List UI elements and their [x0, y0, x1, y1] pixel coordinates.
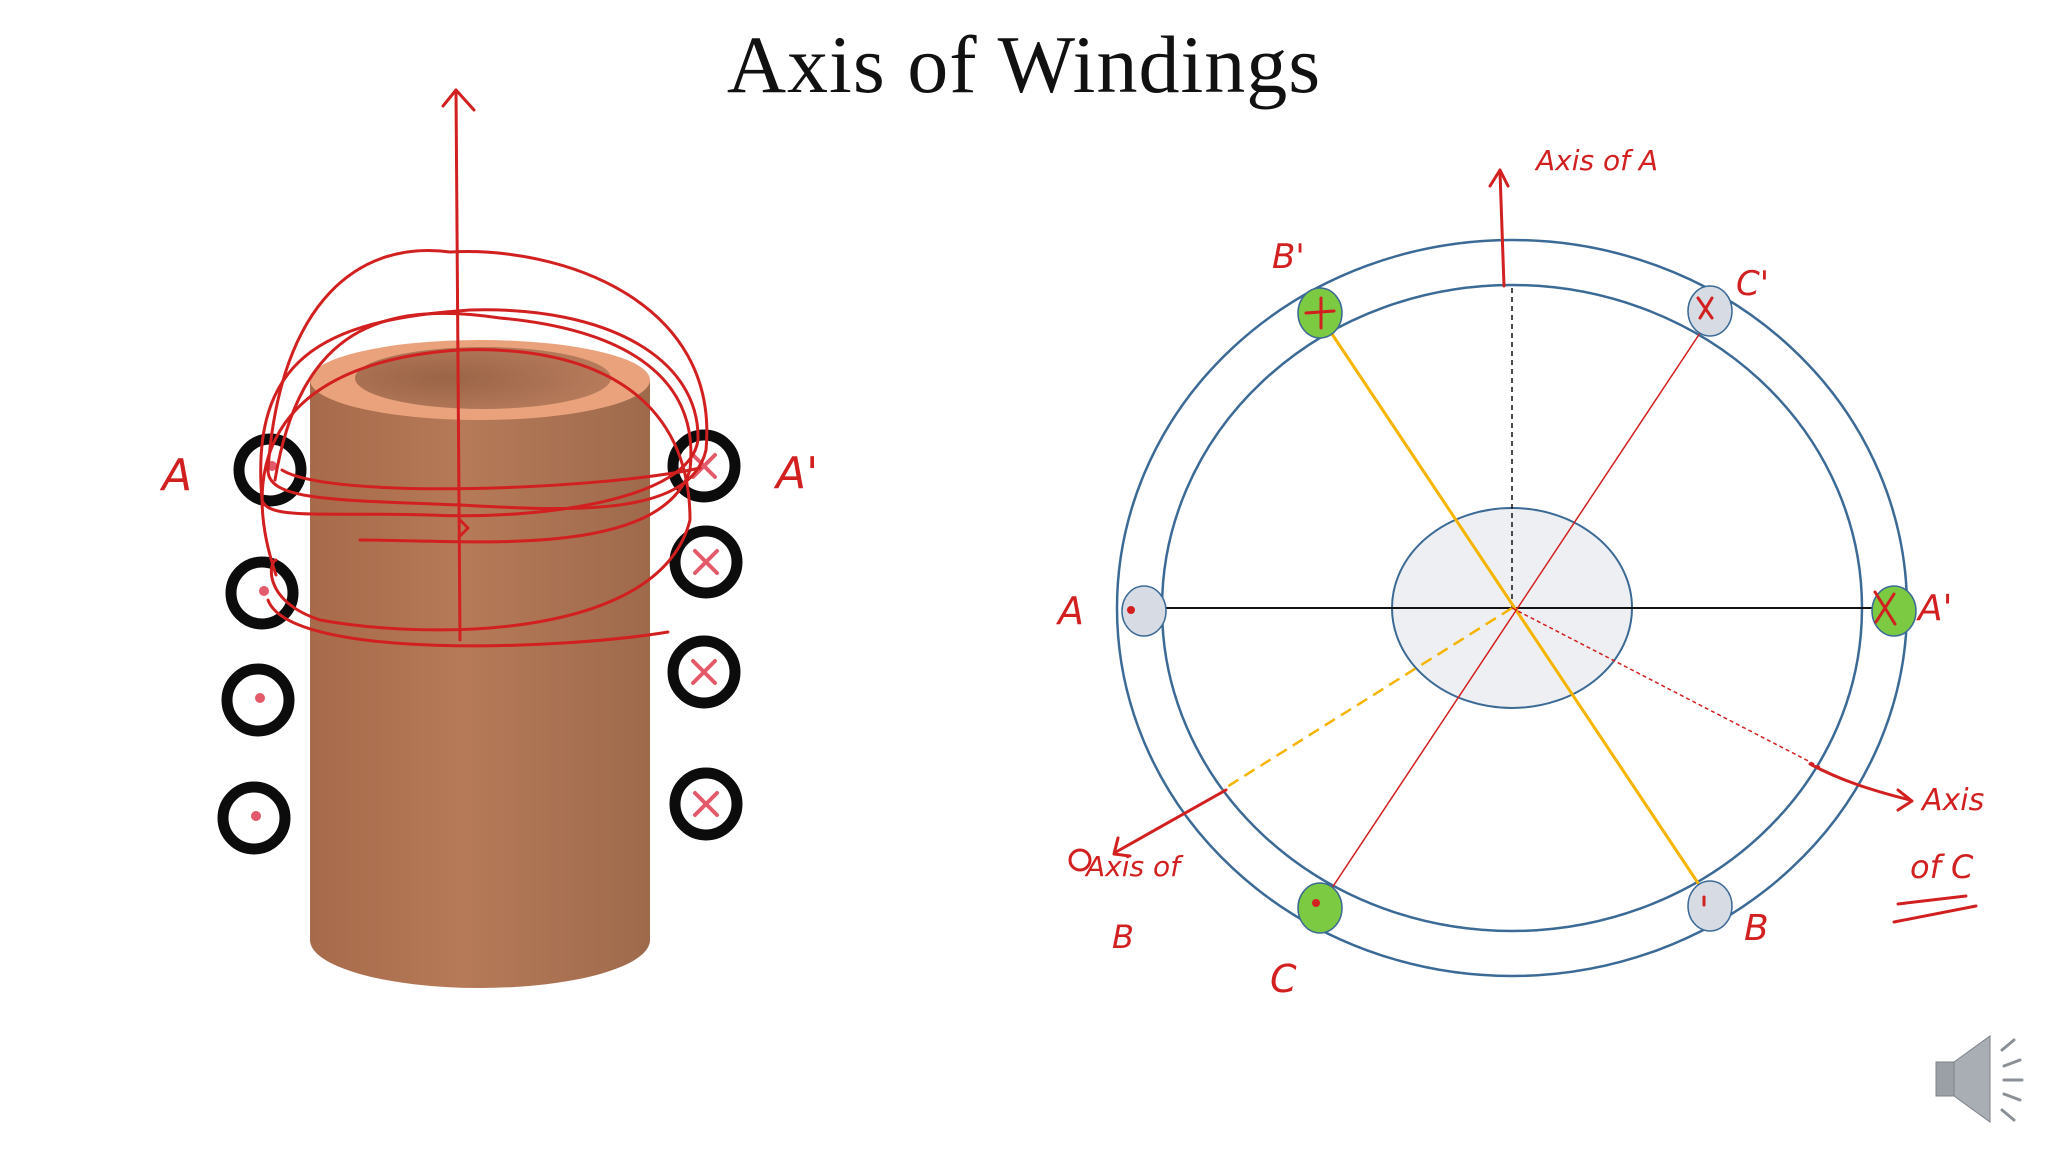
slot-label-b: B [1744, 908, 1769, 949]
axis-c-dashed-line [1511, 607, 1821, 768]
axis-label-b-line2: B [1112, 918, 1134, 956]
slot-b [1687, 880, 1733, 932]
speaker-icon[interactable] [1935, 1035, 2024, 1123]
slot-c-prime [1687, 285, 1733, 337]
slot-label-c: C [1270, 957, 1297, 1001]
slot-c [1297, 882, 1343, 934]
slot-label-a-prime: A' [1916, 588, 1953, 629]
slot-b-prime [1297, 287, 1343, 339]
cylinder-core [310, 340, 650, 988]
slide-title: Axis of Windings [726, 19, 1322, 110]
coil-label-a: A [159, 450, 192, 501]
slot-a-prime [1871, 585, 1917, 637]
axis-b-origin-mark [1068, 848, 1092, 872]
stator-cross-section: A A' B' C' C B Axis of A Axis of B Axis … [1055, 144, 1984, 1001]
axis-c-underline [1892, 894, 1978, 924]
axis-arrows [1112, 168, 1914, 858]
coil-crosses-right [667, 429, 743, 841]
coil-label-a-prime: A' [773, 448, 818, 499]
slot-label-c-prime: C' [1736, 264, 1769, 304]
axis-label-c-line1: Axis [1920, 783, 1984, 818]
flux-annotation-strokes [259, 88, 709, 648]
cylinder-coil-figure: A A' [159, 88, 818, 988]
axis-label-b-line1: Axis of [1084, 850, 1184, 883]
slot-label-a: A [1055, 589, 1084, 633]
slot-a [1121, 585, 1167, 637]
axis-label-a: Axis of A [1534, 144, 1658, 177]
phase-c-line [1319, 311, 1715, 907]
coil-dots-left [217, 433, 307, 855]
axis-b-dashed-line [1221, 606, 1513, 792]
axis-label-c-line2: of C [1910, 848, 1974, 886]
slot-label-b-prime: B' [1272, 237, 1305, 277]
